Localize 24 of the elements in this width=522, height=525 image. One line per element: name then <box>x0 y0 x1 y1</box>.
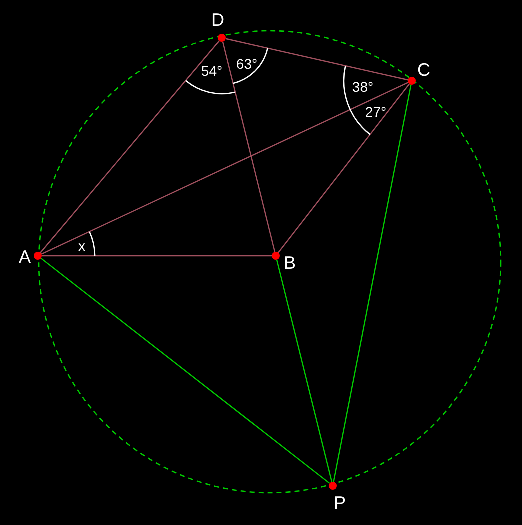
point-label: A <box>19 248 31 266</box>
angle-label: 27° <box>365 105 387 119</box>
line-segment <box>40 40 220 254</box>
line-segment <box>40 258 330 484</box>
line-segment <box>333 84 412 482</box>
point-marker <box>329 482 337 490</box>
point-marker <box>272 252 280 260</box>
point-marker <box>218 34 226 42</box>
line-segment <box>41 82 409 255</box>
point-label: P <box>334 494 346 512</box>
point-label: C <box>418 61 430 79</box>
line-segment <box>278 84 410 254</box>
point-label: D <box>212 11 224 29</box>
angle-label: x <box>78 239 86 253</box>
line-segment <box>222 42 276 252</box>
angle-label: 38° <box>352 80 374 94</box>
point-marker <box>34 252 42 260</box>
line-segment <box>226 38 408 81</box>
point-label: B <box>284 254 296 272</box>
angle-label: 54° <box>201 64 223 78</box>
point-marker <box>408 77 416 85</box>
line-segment <box>276 260 333 482</box>
line-segment <box>42 255 272 257</box>
angle-label: 63° <box>236 57 258 71</box>
